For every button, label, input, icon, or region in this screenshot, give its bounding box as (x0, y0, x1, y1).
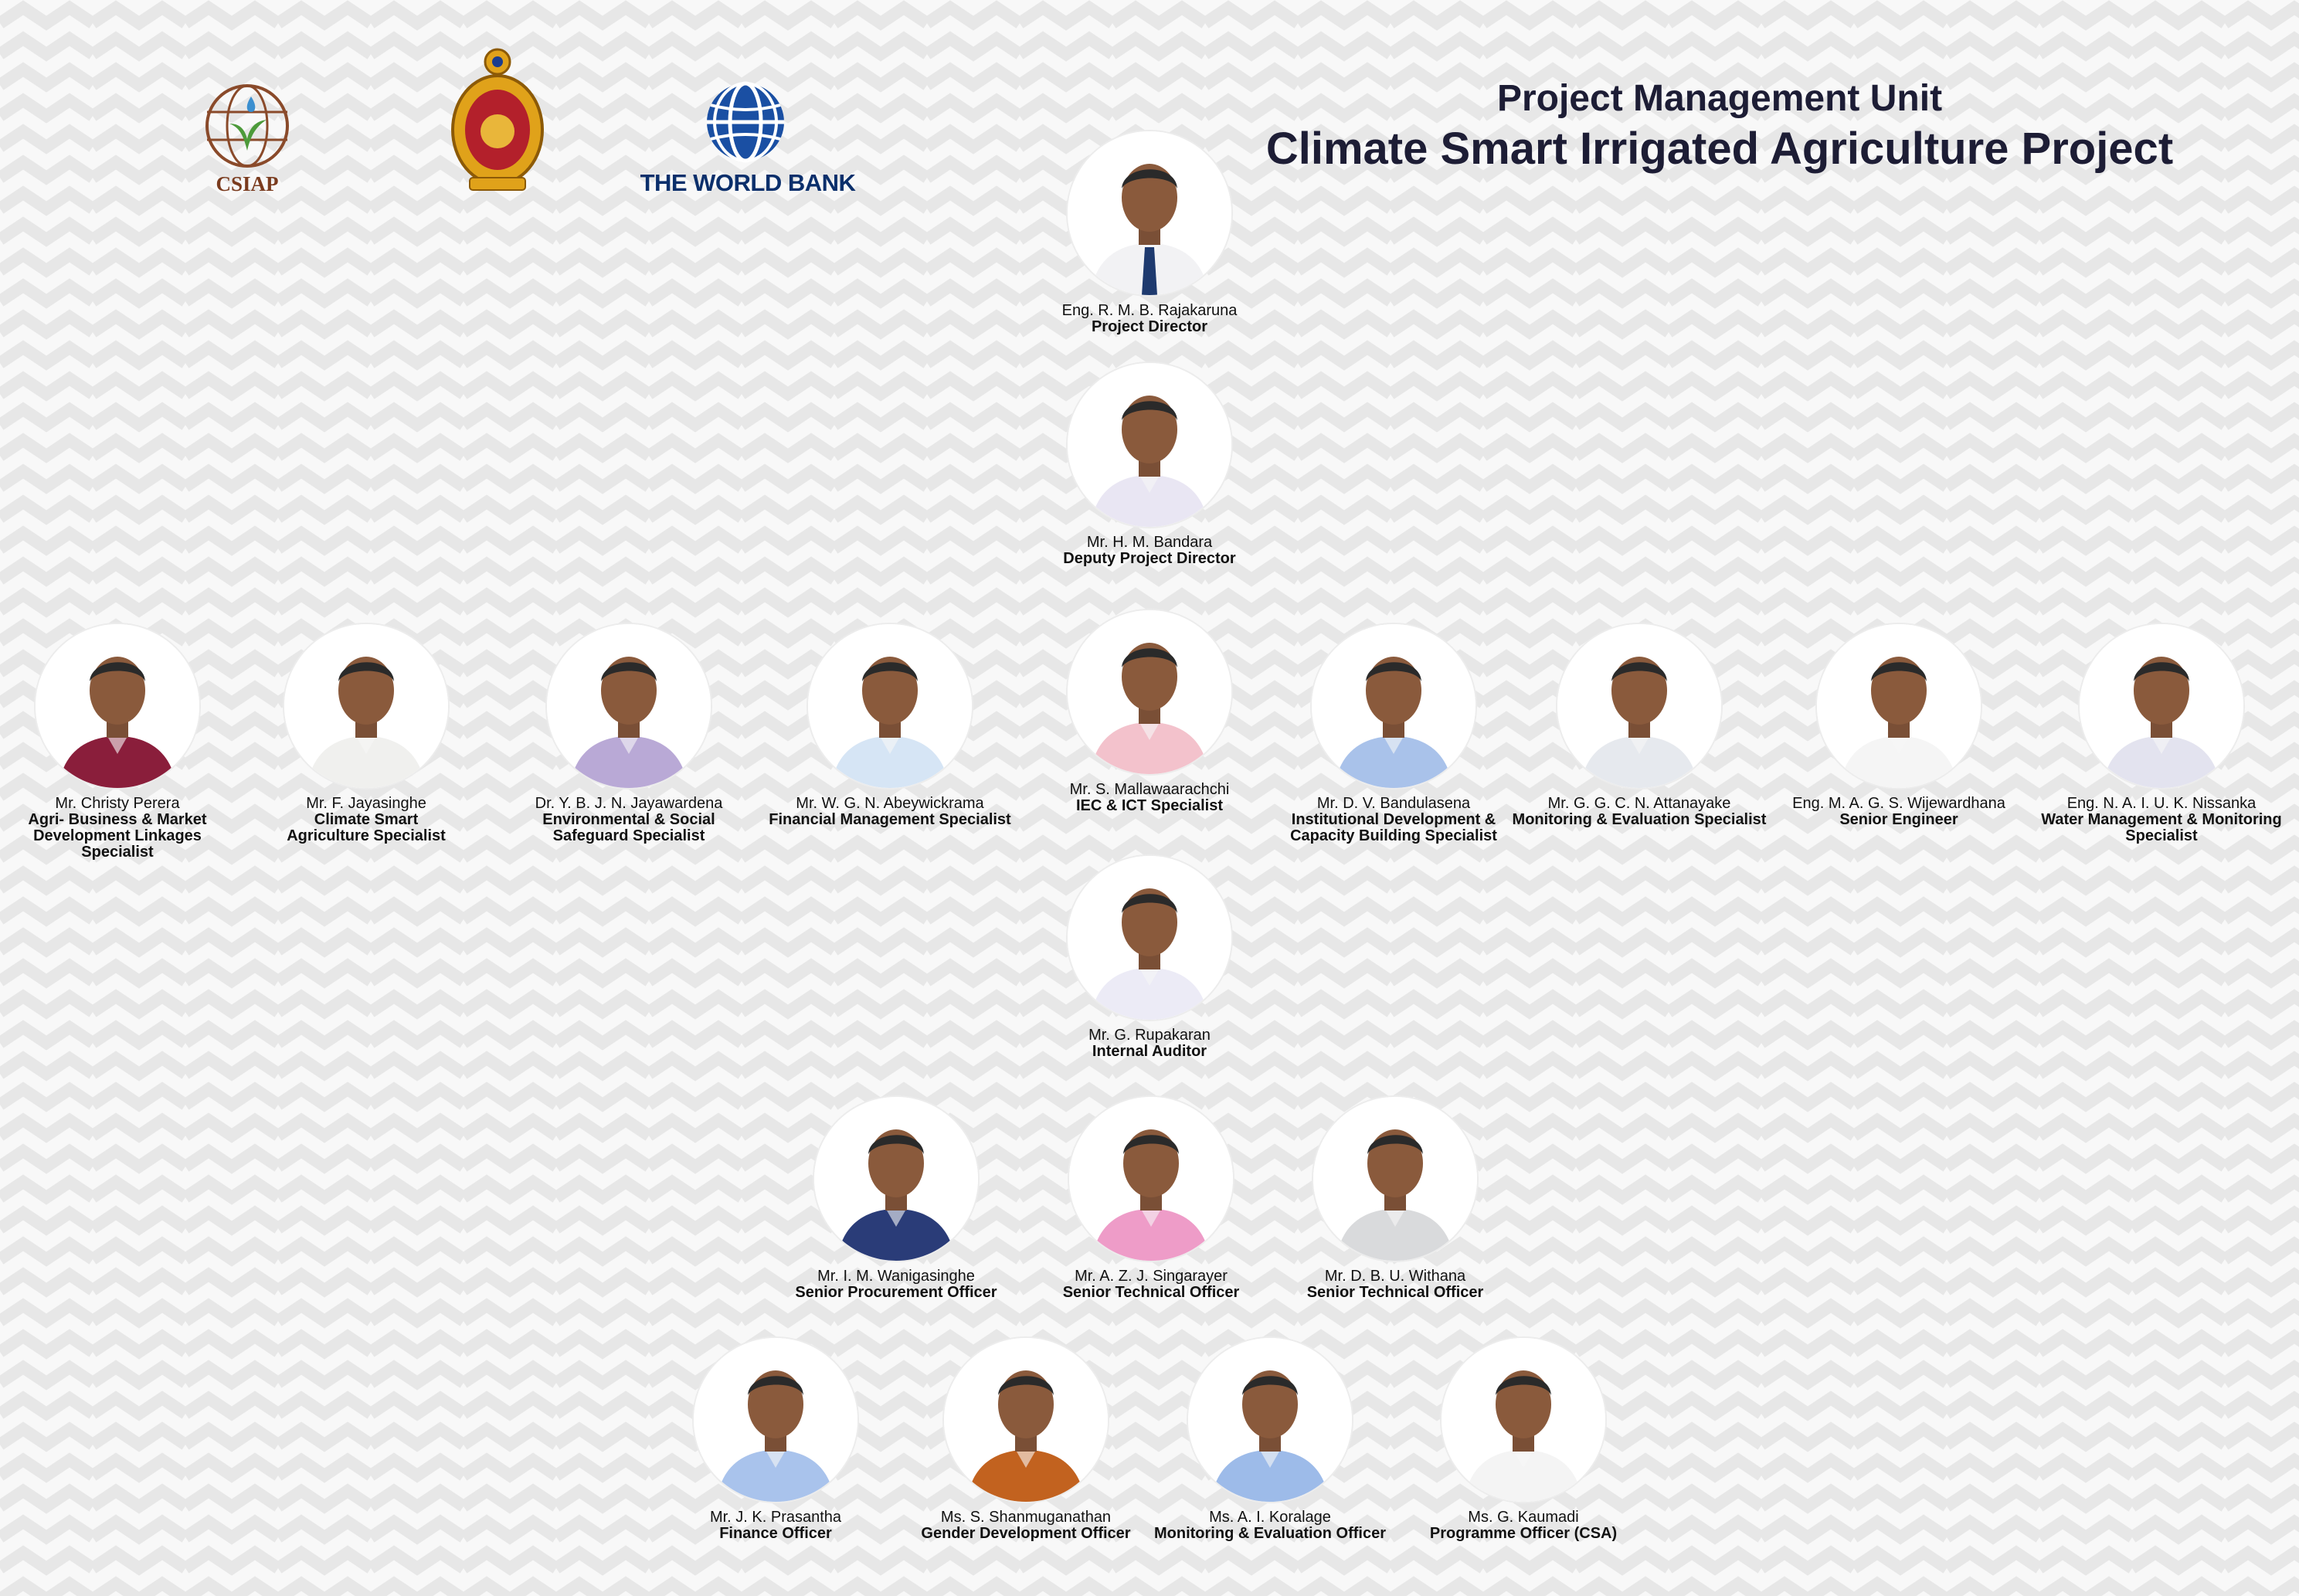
person-name: Mr. G. Rupakaran (1088, 1027, 1211, 1044)
person-role: Internal Auditor (1092, 1043, 1207, 1060)
person-name: Eng. N. A. I. U. K. Nissanka (2066, 795, 2257, 812)
person-photo (1069, 1097, 1233, 1261)
person-name: Eng. R. M. B. Rajakaruna (1061, 302, 1238, 319)
person-photo (1817, 624, 1981, 788)
person-role: Agri- Business & Market Development Link… (28, 811, 207, 861)
person-name: Mr. I. M. Wanigasinghe (817, 1268, 975, 1285)
person-name: Mr. S. Mallawaarachchi (1069, 781, 1230, 798)
person-photo (1068, 856, 1231, 1020)
person-photo (1068, 131, 1231, 295)
world-bank-logo-text: THE WORLD BANK (640, 169, 856, 196)
person-name: Mr. J. K. Prasantha (709, 1509, 842, 1526)
person-photo (1442, 1338, 1605, 1502)
person-role: Senior Engineer (1839, 811, 1958, 828)
person-role: Institutional Development & Capacity Bui… (1290, 811, 1497, 844)
person-name: Ms. G. Kaumadi (1468, 1509, 1579, 1526)
person-photo (284, 624, 448, 788)
person-role: Senior Procurement Officer (795, 1284, 997, 1301)
person-photo (694, 1338, 857, 1502)
person-photo (1312, 624, 1476, 788)
csiap-logo: CSIAP (197, 81, 297, 197)
person-photo (2080, 624, 2243, 788)
page-subtitle: Climate Smart Irrigated Agriculture Proj… (1265, 124, 2174, 174)
person-role: Senior Technical Officer (1062, 1284, 1240, 1301)
person-role: Financial Management Specialist (769, 811, 1011, 828)
person-name: Mr. D. V. Bandulasena (1316, 795, 1471, 812)
person-photo (1557, 624, 1721, 788)
person-name: Dr. Y. B. J. N. Jayawardena (535, 795, 723, 812)
person-role: Monitoring & Evaluation Specialist (1512, 811, 1767, 828)
person-role: Environmental & Social Safeguard Special… (542, 811, 715, 844)
person-name: Mr. D. B. U. Withana (1324, 1268, 1466, 1285)
person-name: Mr. W. G. N. Abeywickrama (796, 795, 984, 812)
person-photo (1188, 1338, 1352, 1502)
person-role: Programme Officer (CSA) (1429, 1525, 1618, 1542)
person-name: Ms. A. I. Koralage (1209, 1509, 1331, 1526)
person-name: Mr. A. Z. J. Singarayer (1075, 1268, 1228, 1285)
person-role: Climate Smart Agriculture Specialist (287, 811, 446, 844)
sri-lanka-emblem-logo (447, 45, 548, 195)
person-photo (944, 1338, 1108, 1502)
person-role: Deputy Project Director (1063, 550, 1236, 567)
person-photo (1068, 610, 1231, 774)
person-photo (547, 624, 711, 788)
world-bank-logo: THE WORLD BANK (630, 81, 861, 197)
person-name: Eng. M. A. G. S. Wijewardhana (1792, 795, 2005, 812)
person-photo (1313, 1097, 1477, 1261)
person-photo (36, 624, 199, 788)
person-role: Project Director (1091, 318, 1208, 335)
person-role: Monitoring & Evaluation Officer (1153, 1525, 1386, 1542)
person-photo (1068, 363, 1231, 527)
person-role: IEC & ICT Specialist (1075, 797, 1224, 814)
page-title: Project Management Unit (1496, 78, 1943, 119)
person-role: Water Management & Monitoring Specialist (2041, 811, 2282, 844)
person-name: Ms. S. Shanmuganathan (940, 1509, 1112, 1526)
csiap-logo-text: CSIAP (216, 172, 279, 195)
person-name: Mr. H. M. Bandara (1086, 534, 1213, 551)
person-role: Finance Officer (719, 1525, 832, 1542)
person-name: Mr. Christy Perera (55, 795, 180, 812)
person-photo (814, 1097, 978, 1261)
person-role: Senior Technical Officer (1306, 1284, 1484, 1301)
person-name: Mr. F. Jayasinghe (306, 795, 426, 812)
person-role: Gender Development Officer (921, 1525, 1131, 1542)
person-name: Mr. G. G. C. N. Attanayake (1547, 795, 1731, 812)
page-title-block: Project Management Unit Climate Smart Ir… (1217, 77, 2222, 175)
person-photo (808, 624, 972, 788)
